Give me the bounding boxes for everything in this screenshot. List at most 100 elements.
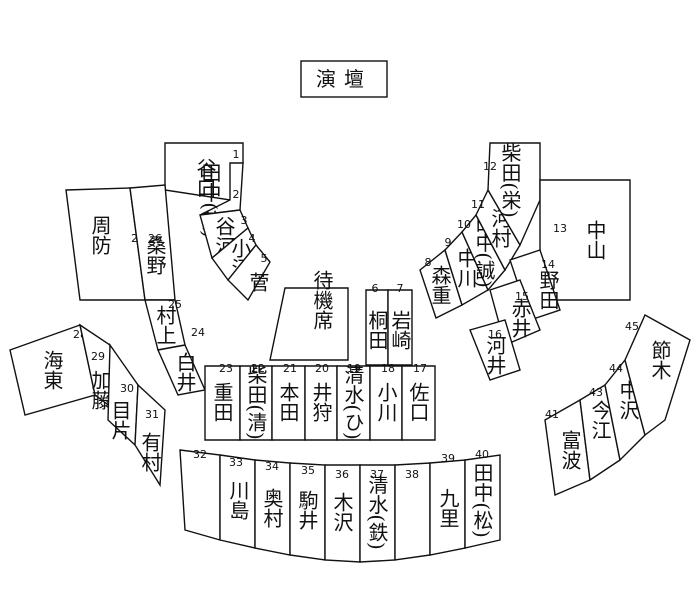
seat-name-22: 柴田(清) [244,364,268,440]
seat-number-6: 6 [372,282,379,295]
seat-number-40: 40 [475,448,489,461]
seat-cell-17 [401,365,436,441]
seat-name-33: 川島 [226,480,250,520]
seat-number-13: 13 [553,222,567,235]
seat-number-16: 16 [488,328,502,341]
seat-35: 35 駒井 [289,462,326,561]
seat-number-37: 37 [370,468,384,481]
seat-name-17: 佐口 [406,382,430,422]
seat-number-21: 21 [283,362,297,375]
seat-number-14: 14 [541,258,555,271]
seat-name-41: 富波 [558,430,582,470]
seat-name-6: 桐田 [365,310,389,350]
seat-name-15: 赤井 [508,298,532,338]
seat-2: 2田中(英) [198,162,244,238]
waiting-area: 待機席 [269,270,349,361]
seat-3: 3谷河 [199,209,249,260]
seat-name-37: 清水(鉄) [365,474,389,550]
seat-name-45: 節木 [648,340,672,380]
waiting-seat-label: 待機席 [310,270,334,330]
podium-label: 演壇 [316,67,372,91]
seat-20: 20 井狩 [304,362,338,441]
podium-box [300,60,388,98]
seat-number-20: 20 [315,362,329,375]
seat-30: 30 目片 [107,342,139,447]
seat-number-39: 39 [441,452,455,465]
seat-number-22: 22 [251,362,265,375]
seat-number-3: 3 [241,214,248,227]
seat-number-25: 25 [168,298,182,311]
seat-name-12: 柴田(栄) [498,142,522,218]
seat-name-35: 駒井 [295,490,319,530]
seat-38: 38 [394,462,431,561]
waiting-seat-cell [269,287,349,361]
seat-32: 32 [179,448,221,541]
seat-number-10: 10 [457,218,471,231]
seat-number-9: 9 [445,236,452,249]
seat-name-31: 有村 [138,432,162,472]
seat-name-24: 白井 [173,352,197,392]
seat-name-39: 九里 [436,488,460,528]
seat-name-30: 目片 [108,400,132,440]
seat-number-5: 5 [261,252,268,265]
seat-number-34: 34 [265,460,279,473]
seat-name-27: 周防 [88,215,112,255]
seat-number-7: 7 [397,282,404,295]
seat-number-36: 36 [335,468,349,481]
seat-name-16: 河井 [483,335,507,375]
seat-name-25: 村上 [153,305,177,345]
seat-cell-12 [487,142,541,247]
seat-number-23: 23 [219,362,233,375]
waiting-seat: 待機席 [269,270,349,361]
seat-name-28: 海東 [40,350,64,390]
seat-31: 31 有村 [134,383,166,488]
seat-number-4: 4 [249,232,256,245]
seat-number-30: 30 [120,382,134,395]
seat-number-12: 12 [483,160,497,173]
seat-1: 1谷口 [164,142,244,201]
seat-number-8: 8 [425,256,432,269]
seat-number-31: 31 [145,408,159,421]
seat-34: 34 奥村 [254,459,291,556]
seat-number-11: 11 [471,198,485,211]
seat-cell-16 [469,319,521,381]
seat-number-1: 1 [233,148,240,161]
seat-cell-5 [227,243,271,302]
seat-number-41: 41 [545,408,559,421]
seat-name-40: 田中(松) [470,462,494,538]
seat-number-17: 17 [413,362,427,375]
seat-45: 45 節木 [624,314,691,437]
seat-name-18: 小川 [374,382,398,422]
seat-7: 7 岩崎 [387,282,413,366]
seat-number-38: 38 [405,468,419,481]
seat-number-44: 44 [609,362,623,375]
seat-cell-31 [134,383,166,488]
seat-name-7: 岩崎 [388,310,412,350]
seat-cell-32 [179,449,221,541]
seat-cell-7 [387,289,413,366]
seat-number-45: 45 [625,320,639,333]
seat-27: 27周防 [65,187,146,301]
seat-number-43: 43 [589,386,603,399]
seat-name-20: 井狩 [309,382,333,422]
seat-name-34: 奥村 [260,488,284,528]
seat-number-26: 26 [148,232,162,245]
seat-name-43: 今江 [588,400,612,440]
seat-number-35: 35 [301,464,315,477]
seat-name-21: 本田 [276,382,300,422]
seat-39: 39 九里 [429,452,466,556]
seat-8: 8森重 [419,248,463,319]
seat-name-19: 清水(ひ) [341,364,365,440]
seat-number-19: 19 [347,362,361,375]
